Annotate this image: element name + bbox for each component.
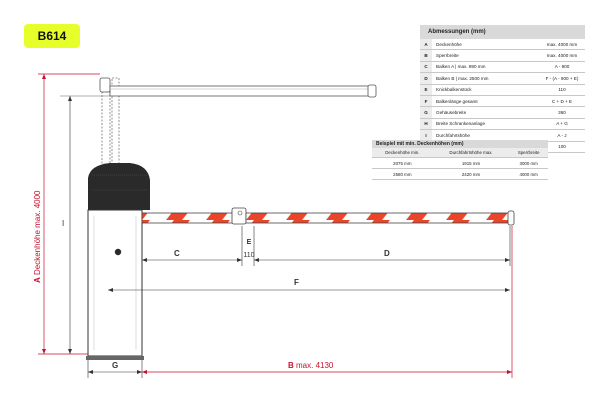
- model-badge: B614: [24, 24, 80, 48]
- dim-e-label: E: [247, 239, 252, 246]
- dim-f-label: F: [294, 278, 299, 287]
- dimensions-title: Abmessungen (mm): [420, 25, 585, 39]
- example-title: Beispiel mit min. Deckenhöhen (mm): [372, 140, 548, 148]
- col-header: Deckenhöhe min.: [372, 148, 433, 158]
- dim-a-label: A Deckenhöhe max. 4000: [33, 190, 42, 283]
- example-table: Beispiel mit min. Deckenhöhen (mm) Decke…: [372, 140, 548, 180]
- barrier-housing: [86, 163, 150, 360]
- dim-c-label: C: [174, 249, 180, 258]
- dim-e-value: 110: [243, 252, 254, 259]
- dim-b-label: B max. 4130: [288, 361, 334, 370]
- dim-d-label: D: [384, 249, 390, 258]
- dim-g-label: G: [112, 361, 118, 370]
- red-dimensions: [38, 73, 513, 378]
- upper-boom: [99, 77, 377, 98]
- dim-i-label: I: [62, 219, 64, 228]
- lower-boom: [141, 207, 515, 226]
- dimension-lines: [69, 96, 511, 378]
- col-header: Sperrbreite: [509, 148, 548, 158]
- col-header: Durchfahrtshöhe max.: [432, 148, 510, 158]
